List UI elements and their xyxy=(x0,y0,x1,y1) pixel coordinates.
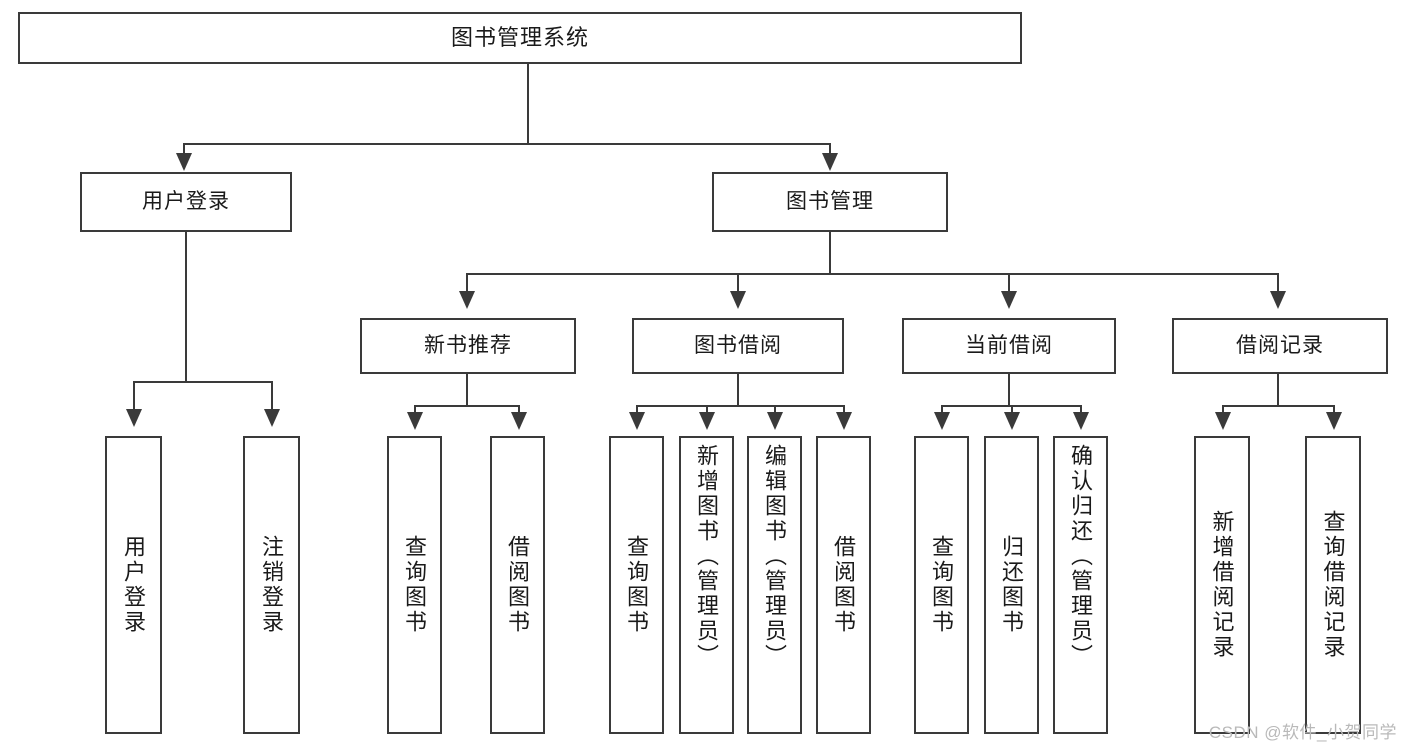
arrow-book-borrow-to-leaf-3 xyxy=(836,412,852,430)
connector-root-to-user-login xyxy=(183,143,185,161)
arrow-current-borrow-to-leaf-0 xyxy=(934,412,950,430)
connector-borrow-record-bar xyxy=(1222,405,1335,407)
arrow-root-to-user-login xyxy=(176,153,192,171)
connector-borrow-record-stem xyxy=(1277,374,1279,406)
arrow-user-login-to-leaf-1 xyxy=(264,409,280,427)
node-root-book-management-system[interactable]: 图书管理系统 xyxy=(18,12,1022,64)
connector-bm-to-book-borrow xyxy=(737,273,739,299)
arrow-new-book-to-leaf-1 xyxy=(511,412,527,430)
leaf-current-borrow-return-book[interactable]: 归还图书 xyxy=(984,436,1039,734)
connector-book-borrow-bar xyxy=(636,405,844,407)
connector-user-login-stem xyxy=(185,232,187,382)
arrow-borrow-record-to-leaf-1 xyxy=(1326,412,1342,430)
leaf-book-borrow-borrow-book[interactable]: 借阅图书 xyxy=(816,436,871,734)
connector-bm-to-borrow-record xyxy=(1277,273,1279,299)
arrow-bm-to-borrow-record xyxy=(1270,291,1286,309)
node-borrow-record[interactable]: 借阅记录 xyxy=(1172,318,1388,374)
leaf-current-borrow-query-book[interactable]: 查询图书 xyxy=(914,436,969,734)
arrow-book-borrow-to-leaf-2 xyxy=(767,412,783,430)
leaf-borrow-record-query-record[interactable]: 查询借阅记录 xyxy=(1305,436,1361,734)
arrow-book-borrow-to-leaf-0 xyxy=(629,412,645,430)
connector-root-stem xyxy=(527,64,529,144)
connector-bm-to-current-borrow xyxy=(1008,273,1010,299)
arrow-bm-to-book-borrow xyxy=(730,291,746,309)
connector-user-login-to-leaf-0 xyxy=(133,381,135,417)
leaf-book-borrow-query-book[interactable]: 查询图书 xyxy=(609,436,664,734)
connector-book-borrow-stem xyxy=(737,374,739,406)
node-current-borrow[interactable]: 当前借阅 xyxy=(902,318,1116,374)
arrow-current-borrow-to-leaf-2 xyxy=(1073,412,1089,430)
node-book-borrow[interactable]: 图书借阅 xyxy=(632,318,844,374)
connector-root-bar xyxy=(183,143,831,145)
leaf-current-borrow-confirm-return-admin[interactable]: 确认归还（管理员） xyxy=(1053,436,1108,734)
csdn-watermark: CSDN @软件_小贺同学 xyxy=(1208,723,1397,742)
leaf-new-book-borrow-book[interactable]: 借阅图书 xyxy=(490,436,545,734)
leaf-book-borrow-edit-book-admin[interactable]: 编辑图书（管理员） xyxy=(747,436,802,734)
connector-user-login-to-leaf-1 xyxy=(271,381,273,417)
node-book-management[interactable]: 图书管理 xyxy=(712,172,948,232)
connector-user-login-bar xyxy=(133,381,273,383)
arrow-root-to-book-management xyxy=(822,153,838,171)
arrow-borrow-record-to-leaf-0 xyxy=(1215,412,1231,430)
arrow-bm-to-new-book xyxy=(459,291,475,309)
leaf-borrow-record-add-record[interactable]: 新增借阅记录 xyxy=(1194,436,1250,734)
connector-book-management-stem xyxy=(829,232,831,274)
connector-new-book-bar xyxy=(414,405,520,407)
leaf-user-login-login[interactable]: 用户登录 xyxy=(105,436,162,734)
arrow-bm-to-current-borrow xyxy=(1001,291,1017,309)
arrow-user-login-to-leaf-0 xyxy=(126,409,142,427)
connector-new-book-stem xyxy=(466,374,468,406)
connector-book-management-bar xyxy=(466,273,1279,275)
leaf-new-book-query-book[interactable]: 查询图书 xyxy=(387,436,442,734)
leaf-user-login-logout[interactable]: 注销登录 xyxy=(243,436,300,734)
leaf-book-borrow-add-book-admin[interactable]: 新增图书（管理员） xyxy=(679,436,734,734)
connector-bm-to-new-book xyxy=(466,273,468,299)
arrow-book-borrow-to-leaf-1 xyxy=(699,412,715,430)
connector-root-to-book-management xyxy=(829,143,831,161)
node-user-login[interactable]: 用户登录 xyxy=(80,172,292,232)
arrow-current-borrow-to-leaf-1 xyxy=(1004,412,1020,430)
node-new-book-recommend[interactable]: 新书推荐 xyxy=(360,318,576,374)
arrow-new-book-to-leaf-0 xyxy=(407,412,423,430)
connector-current-borrow-stem xyxy=(1008,374,1010,406)
